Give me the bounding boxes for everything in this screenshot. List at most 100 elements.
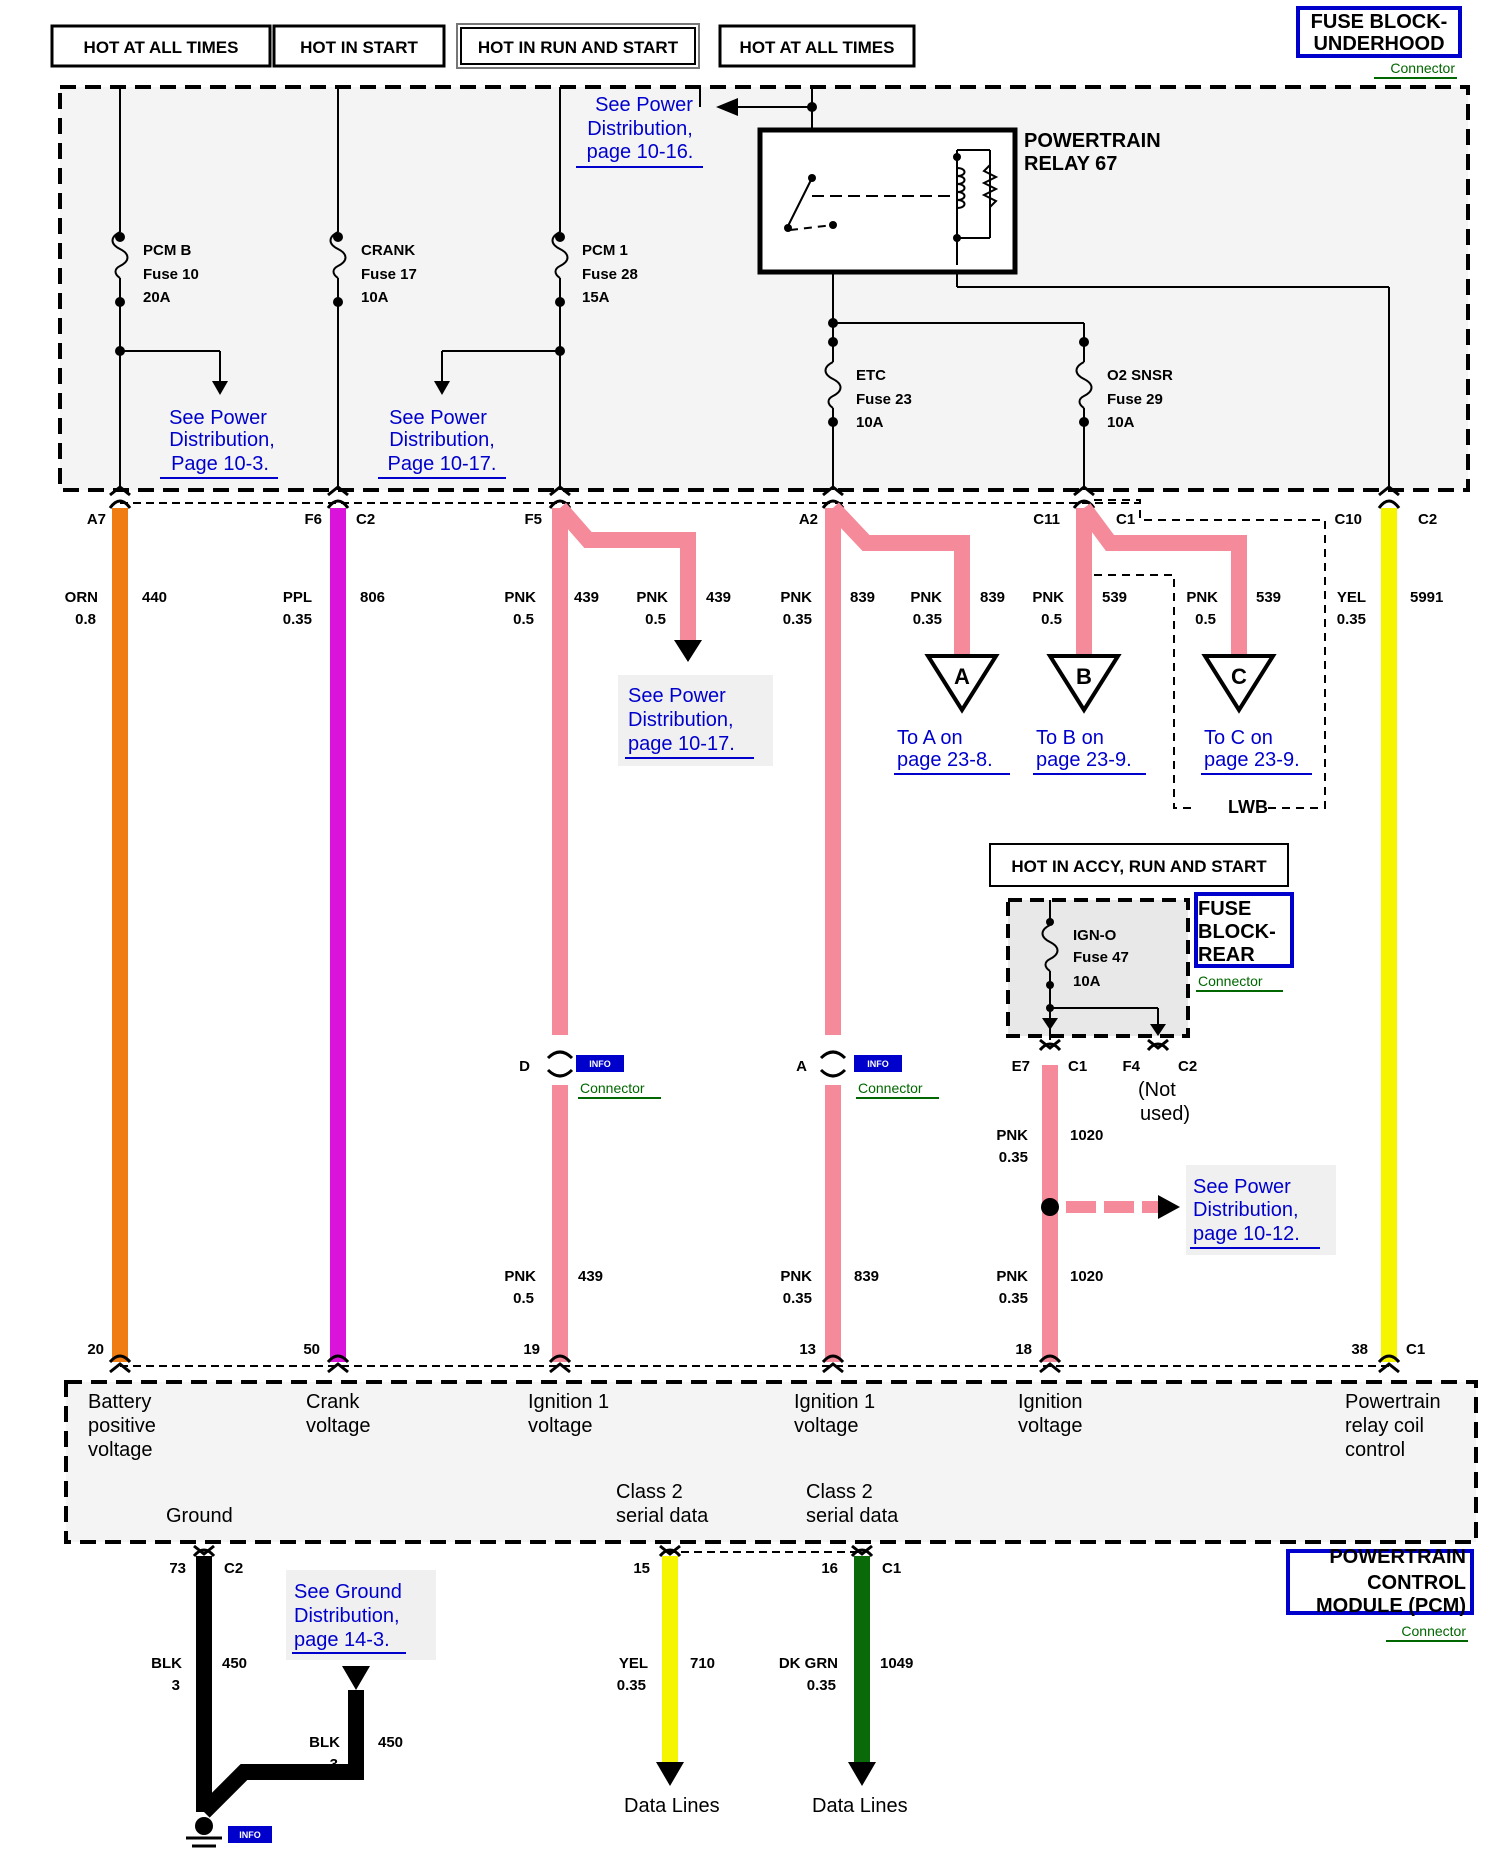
fuse-block-underhood-label[interactable]: FUSE BLOCK- UNDERHOOD Connector	[1296, 6, 1462, 79]
svg-text:20: 20	[87, 1341, 104, 1358]
internal-arrows	[212, 98, 738, 395]
link-to-a[interactable]: To A on page 23-8.	[894, 727, 1010, 775]
info-badge-ground[interactable]: INFO	[228, 1826, 272, 1843]
triangle-a: A	[954, 664, 970, 689]
info-badge-a[interactable]: INFO	[854, 1055, 902, 1072]
svg-text:INFO: INFO	[589, 1059, 611, 1069]
svg-text:Class 2: Class 2	[616, 1481, 683, 1503]
fuse-block-rear-label[interactable]: FUSE BLOCK- REAR Connector	[1194, 892, 1294, 992]
power-source-headers: HOT AT ALL TIMES HOT IN START HOT IN RUN…	[50, 23, 916, 69]
svg-text:PNK: PNK	[780, 589, 812, 606]
svg-text:1049: 1049	[880, 1655, 913, 1672]
svg-text:D: D	[519, 1058, 530, 1075]
svg-text:To B on: To B on	[1036, 727, 1104, 749]
svg-text:E7: E7	[1012, 1058, 1030, 1075]
link-pcm1[interactable]: See Power Distribution, Page 10-17.	[378, 407, 506, 479]
svg-text:1020: 1020	[1070, 1127, 1103, 1144]
svg-text:18: 18	[1015, 1341, 1032, 1358]
svg-text:A7: A7	[87, 511, 106, 528]
arrow-data-b	[848, 1762, 876, 1786]
svg-text:Fuse 29: Fuse 29	[1107, 391, 1163, 408]
underhood-internal-wiring	[119, 87, 1390, 490]
svg-text:POWERTRAIN: POWERTRAIN	[1329, 1546, 1466, 1568]
link-dist-10-12[interactable]: See Power Distribution, page 10-12.	[1186, 1165, 1336, 1255]
header-hot-at-all-times: HOT AT ALL TIMES	[84, 38, 239, 57]
svg-text:See Power: See Power	[169, 407, 267, 429]
pcm-label[interactable]: POWERTRAIN CONTROL MODULE (PCM) Connecto…	[1286, 1546, 1474, 1642]
svg-text:BLK: BLK	[309, 1734, 340, 1751]
svg-text:0.5: 0.5	[645, 611, 666, 628]
svg-text:C2: C2	[356, 511, 375, 528]
svg-text:15A: 15A	[582, 289, 610, 306]
svg-text:Fuse 10: Fuse 10	[143, 266, 199, 283]
arrow-ground-dist	[342, 1666, 370, 1690]
svg-text:Ignition 1: Ignition 1	[794, 1391, 875, 1413]
svg-text:5991: 5991	[1410, 589, 1443, 606]
svg-text:voltage: voltage	[306, 1415, 371, 1437]
arrow-data-a	[656, 1762, 684, 1786]
svg-text:page 10-12.: page 10-12.	[1193, 1223, 1300, 1245]
svg-text:YEL: YEL	[619, 1655, 648, 1672]
svg-text:Ground: Ground	[166, 1505, 233, 1527]
link-pcmb[interactable]: See Power Distribution, Page 10-3.	[160, 407, 278, 479]
svg-text:PNK: PNK	[1186, 589, 1218, 606]
off-page-connectors: A B C	[924, 654, 1277, 714]
svg-text:A2: A2	[799, 511, 818, 528]
svg-text:PNK: PNK	[504, 589, 536, 606]
svg-text:Battery: Battery	[88, 1391, 151, 1413]
svg-text:YEL: YEL	[1337, 589, 1366, 606]
svg-text:73: 73	[169, 1560, 186, 1577]
svg-text:serial data: serial data	[806, 1505, 899, 1527]
svg-text:13: 13	[799, 1341, 816, 1358]
svg-text:Fuse 28: Fuse 28	[582, 266, 638, 283]
connector-link-d[interactable]: Connector	[580, 1080, 645, 1096]
svg-text:439: 439	[706, 589, 731, 606]
ground-symbol	[186, 1817, 222, 1848]
svg-text:Distribution,: Distribution,	[294, 1605, 400, 1627]
svg-text:See Power: See Power	[1193, 1176, 1291, 1198]
svg-text:used): used)	[1140, 1103, 1190, 1125]
svg-text:Distribution,: Distribution,	[628, 709, 734, 731]
svg-text:RELAY 67: RELAY 67	[1024, 153, 1117, 175]
fuse-crank-name: CRANK	[361, 242, 415, 259]
underhood-connector-link[interactable]: Connector	[1390, 60, 1455, 76]
svg-text:To A on: To A on	[897, 727, 963, 749]
svg-text:PNK: PNK	[504, 1268, 536, 1285]
connector-link-a[interactable]: Connector	[858, 1080, 923, 1096]
fuse-o2-name: O2 SNSR	[1107, 367, 1173, 384]
header-hot-in-run-and-start: HOT IN RUN AND START	[478, 38, 679, 57]
pcm-box	[64, 1380, 1478, 1544]
fuse-pcm1-name: PCM 1	[582, 242, 628, 259]
svg-text:450: 450	[222, 1655, 247, 1672]
svg-text:C1: C1	[1068, 1058, 1087, 1075]
svg-text:439: 439	[578, 1268, 603, 1285]
svg-text:PPL: PPL	[283, 589, 312, 606]
svg-text:0.35: 0.35	[913, 611, 942, 628]
fuse-pcmb-name: PCM B	[143, 242, 192, 259]
svg-text:(Not: (Not	[1138, 1079, 1176, 1101]
svg-text:BLK: BLK	[151, 1655, 182, 1672]
svg-text:PNK: PNK	[910, 589, 942, 606]
relay-label: POWERTRAIN	[1024, 130, 1161, 152]
svg-text:HOT IN ACCY, RUN AND START: HOT IN ACCY, RUN AND START	[1011, 857, 1267, 876]
lwb-label: LWB	[1228, 797, 1268, 817]
info-badge-d[interactable]: INFO	[576, 1055, 624, 1072]
svg-text:To C on: To C on	[1204, 727, 1273, 749]
svg-text:UNDERHOOD: UNDERHOOD	[1313, 33, 1444, 55]
svg-text:Distribution,: Distribution,	[169, 429, 275, 451]
svg-text:0.35: 0.35	[1337, 611, 1366, 628]
svg-text:page 10-17.: page 10-17.	[628, 733, 735, 755]
svg-text:Distribution,: Distribution,	[389, 429, 495, 451]
link-ground-dist[interactable]: See Ground Distribution, page 14-3.	[286, 1570, 436, 1660]
link-to-b[interactable]: To B on page 23-9.	[1033, 727, 1146, 775]
fuse-labels: PCM B Fuse 10 20A CRANK Fuse 17 10A PCM …	[143, 242, 1173, 431]
svg-text:voltage: voltage	[794, 1415, 859, 1437]
link-top[interactable]: See Power Distribution, page 10-16.	[576, 94, 703, 168]
bottom-connector-terminals	[192, 1544, 874, 1558]
triangle-c: C	[1231, 664, 1247, 689]
svg-text:See Power: See Power	[595, 94, 693, 116]
link-mid-dist[interactable]: See Power Distribution, page 10-17.	[618, 675, 773, 766]
link-to-c[interactable]: To C on page 23-9.	[1201, 727, 1312, 775]
svg-text:440: 440	[142, 589, 167, 606]
svg-text:0.5: 0.5	[513, 611, 534, 628]
